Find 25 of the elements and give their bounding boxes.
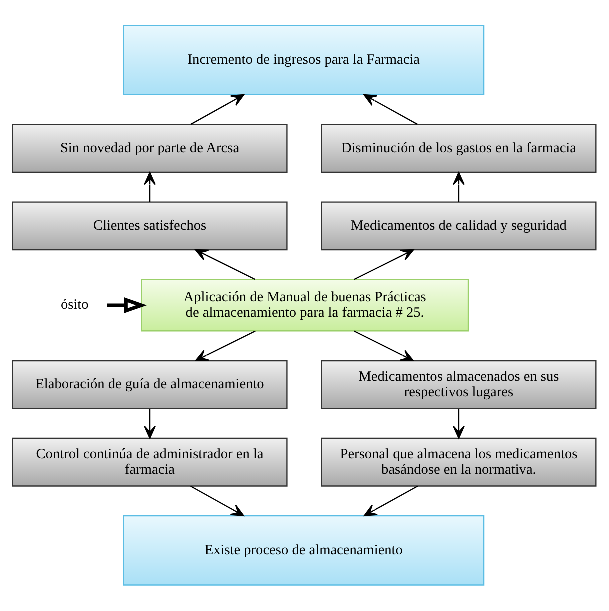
node-box: Control continúa de administrador en la farmacia xyxy=(12,438,288,487)
arrow xyxy=(190,94,245,126)
node-box: Existe proceso de almacenamiento xyxy=(123,515,485,586)
arrow xyxy=(364,94,418,126)
arrow xyxy=(453,408,465,439)
arrow xyxy=(144,408,156,439)
arrow xyxy=(144,172,156,202)
node-box: Clientes satisfechos xyxy=(12,202,288,251)
node-box: Medicamentos almacenados en sus respectivos lugares xyxy=(321,360,597,410)
arrow xyxy=(364,486,418,516)
node-text: ósito xyxy=(60,297,89,314)
node-box: Elaboración de guía de almacenamiento xyxy=(12,360,288,410)
node-box: Aplicación de Manual de buenas Prácticas de almacenamiento para la farmacia # 25. xyxy=(141,279,470,332)
arrow xyxy=(107,298,148,314)
node-box: Medicamentos de calidad y seguridad xyxy=(321,202,597,251)
arrow xyxy=(190,486,244,516)
node-box: Disminución de los gastos en la farmacia xyxy=(321,124,597,174)
arrow xyxy=(354,249,414,280)
arrow xyxy=(354,330,414,362)
arrow xyxy=(195,249,256,280)
arrow xyxy=(195,330,256,362)
arrow xyxy=(453,172,465,202)
node-box: Personal que almacena los medicamentos basándose en la normativa. xyxy=(321,438,597,487)
node-box: Incremento de ingresos para la Farmacia xyxy=(123,25,485,96)
node-box: Sin novedad por parte de Arcsa xyxy=(12,124,288,174)
